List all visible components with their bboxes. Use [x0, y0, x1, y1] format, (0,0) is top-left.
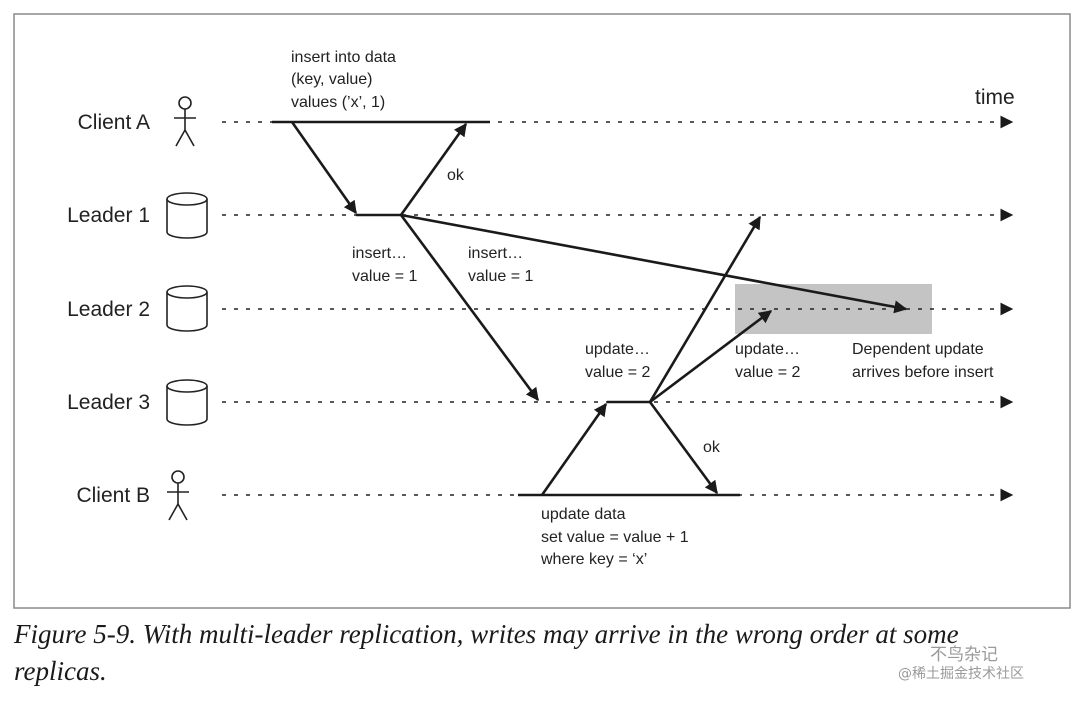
watermark-title: 不鸟杂记 [930, 645, 998, 665]
diagram-frame [13, 13, 1071, 609]
lane-label-leader-3: Leader 3 [67, 391, 150, 414]
lane-label-leader-2: Leader 2 [67, 298, 150, 321]
insert-to-leader-2-note: insert… value = 1 [468, 245, 533, 285]
dependent-update-note: Dependent update arrives before insert [852, 341, 994, 381]
arrow-insert-leader-1-to-leader-3 [399, 214, 540, 402]
lane-label-client-a: Client A [78, 111, 150, 134]
leader-2-database-icon [166, 285, 208, 332]
lane-label-leader-1: Leader 1 [67, 204, 150, 227]
leader-3-database-icon [166, 379, 208, 426]
client-a-person-icon [174, 96, 196, 147]
arrow-insert-leader-1-to-leader-2 [400, 213, 908, 314]
arrow-ok-leader-3-to-client-b [648, 401, 719, 495]
leader-1-database-icon [166, 192, 208, 239]
insert-request-note: insert into data (key, value) values (’x… [291, 49, 400, 111]
update-to-leader-1-note: update… value = 2 [585, 341, 654, 381]
figure-caption-line-2: replicas. [14, 656, 107, 686]
time-label: time [975, 86, 1015, 109]
arrow-update-leader-3-to-leader-1 [648, 215, 762, 403]
ok-note-client-a: ok [447, 167, 465, 184]
arrow-ok-leader-1-to-client-a [399, 122, 468, 216]
update-request-note: update data set value = value + 1 where … [540, 506, 693, 568]
arrow-insert-client-a-to-leader-1 [290, 121, 358, 215]
update-to-leader-2-note: update… value = 2 [735, 341, 804, 381]
client-b-person-icon [167, 470, 189, 521]
arrow-update-client-b-to-leader-3 [540, 402, 608, 496]
watermark-subtitle: @稀土掘金技术社区 [898, 666, 1024, 682]
ok-note-client-b: ok [703, 439, 721, 456]
arrow-update-leader-3-to-leader-2 [649, 309, 773, 404]
lane-label-client-b: Client B [76, 484, 150, 507]
figure-caption-line-1: Figure 5-9. With multi-leader replicatio… [14, 619, 959, 649]
insert-to-leader-3-note: insert… value = 1 [352, 245, 417, 285]
